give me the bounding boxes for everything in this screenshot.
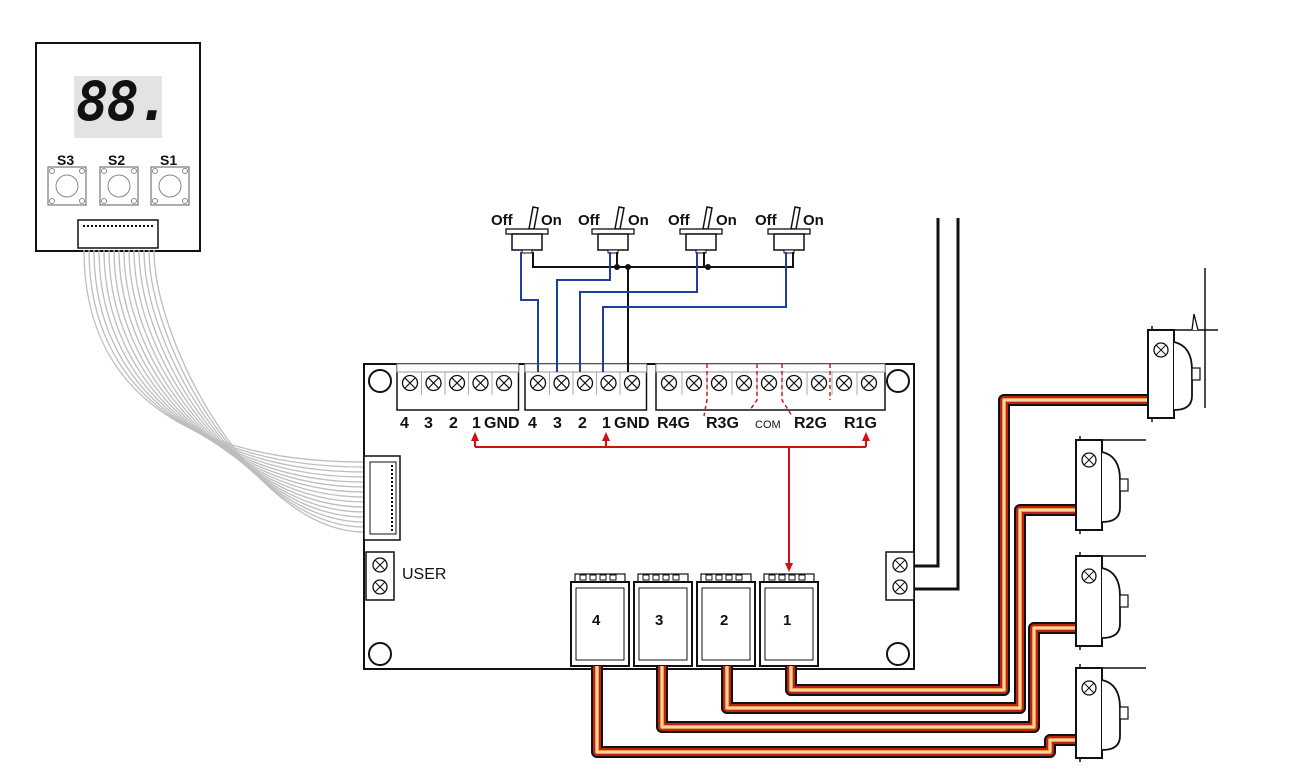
terminal-block-relay-outputs bbox=[655, 363, 886, 411]
screw-terminal[interactable] bbox=[760, 374, 778, 392]
relay-label: 1 bbox=[783, 612, 792, 629]
terminal-label: GND bbox=[484, 415, 520, 432]
relay-label: 3 bbox=[655, 612, 664, 629]
screw-terminal[interactable] bbox=[710, 374, 728, 392]
screw-terminal[interactable] bbox=[860, 374, 878, 392]
switch-2-on-label: On bbox=[628, 212, 649, 229]
switch-4-on-label: On bbox=[803, 212, 824, 229]
button-label-s1: S1 bbox=[160, 152, 178, 168]
terminal-label: R2G bbox=[794, 415, 827, 432]
screw-terminal[interactable] bbox=[401, 374, 419, 392]
servo-cable bbox=[721, 504, 1078, 714]
switch-1-off-label: Off bbox=[491, 212, 513, 229]
push-button-s2[interactable] bbox=[99, 166, 139, 206]
servo-cable bbox=[656, 622, 1078, 733]
toggle-switches bbox=[505, 206, 811, 254]
ribbon-cable bbox=[83, 249, 365, 533]
relay-group bbox=[570, 573, 819, 667]
power-wires bbox=[914, 218, 960, 591]
screw-terminal[interactable] bbox=[472, 374, 489, 392]
screw-terminal[interactable] bbox=[529, 374, 547, 392]
screw-terminal[interactable] bbox=[495, 374, 513, 392]
screw-terminal[interactable] bbox=[576, 374, 594, 392]
red-common-bus bbox=[471, 432, 870, 572]
push-button-s1[interactable] bbox=[150, 166, 190, 206]
toggle-switch[interactable] bbox=[505, 206, 549, 254]
terminal-label: R3G bbox=[706, 415, 739, 432]
user-label: USER bbox=[402, 566, 447, 583]
terminal-label: 1 bbox=[602, 415, 611, 432]
switch-3-off-label: Off bbox=[668, 212, 690, 229]
servo-cable bbox=[785, 394, 1148, 696]
relay bbox=[633, 573, 693, 667]
terminal-label: 4 bbox=[528, 415, 537, 432]
servo-cables bbox=[591, 394, 1148, 758]
terminal-label: 3 bbox=[424, 415, 433, 432]
relay bbox=[570, 573, 630, 667]
display-module bbox=[35, 42, 201, 252]
screw-terminal[interactable] bbox=[685, 374, 703, 392]
terminal-label: COM bbox=[755, 419, 781, 431]
relay-label: 2 bbox=[720, 612, 729, 629]
screw-terminal[interactable] bbox=[553, 374, 570, 392]
terminal-label: R1G bbox=[844, 415, 877, 432]
servos bbox=[1075, 268, 1218, 762]
seven-segment-display: 88. bbox=[76, 70, 170, 133]
servo-motor bbox=[1147, 326, 1201, 422]
screw-terminal[interactable] bbox=[448, 374, 466, 392]
toggle-switch[interactable] bbox=[767, 206, 811, 254]
screw-terminal[interactable] bbox=[425, 374, 442, 392]
servo-cable bbox=[591, 666, 1078, 758]
relay-terminal-jumpers bbox=[703, 364, 831, 417]
user-terminal[interactable] bbox=[365, 551, 395, 601]
terminal-label: 1 bbox=[472, 415, 481, 432]
servo-motor bbox=[1075, 552, 1146, 650]
terminal-block-inputs-1 bbox=[396, 363, 520, 411]
terminal-label: 3 bbox=[553, 415, 562, 432]
servo-motor bbox=[1075, 436, 1146, 534]
switch-common-wire bbox=[532, 252, 794, 372]
servo-motor bbox=[1075, 664, 1146, 762]
terminal-label: 2 bbox=[578, 415, 587, 432]
terminal-label: GND bbox=[614, 415, 650, 432]
screw-terminal[interactable] bbox=[785, 374, 803, 392]
screw-terminal[interactable] bbox=[835, 374, 853, 392]
push-button-s3[interactable] bbox=[47, 166, 87, 206]
switch-2-off-label: Off bbox=[578, 212, 600, 229]
toggle-switch[interactable] bbox=[591, 206, 635, 254]
relay-label: 4 bbox=[592, 612, 601, 629]
screw-terminal[interactable] bbox=[623, 374, 641, 392]
power-terminal[interactable] bbox=[885, 551, 915, 601]
button-label-s2: S2 bbox=[108, 152, 126, 168]
screw-terminal[interactable] bbox=[660, 374, 678, 392]
switch-3-on-label: On bbox=[716, 212, 737, 229]
terminal-block-inputs-2 bbox=[524, 363, 648, 411]
switch-signal-wires bbox=[520, 252, 787, 372]
toggle-switch[interactable] bbox=[679, 206, 723, 254]
terminal-label: 2 bbox=[449, 415, 458, 432]
relay bbox=[759, 573, 819, 667]
screw-terminal[interactable] bbox=[810, 374, 828, 392]
switch-4-off-label: Off bbox=[755, 212, 777, 229]
screw-terminal[interactable] bbox=[600, 374, 617, 392]
button-label-s3: S3 bbox=[57, 152, 75, 168]
terminal-label: 4 bbox=[400, 415, 409, 432]
switch-1-on-label: On bbox=[541, 212, 562, 229]
terminal-label: R4G bbox=[657, 415, 690, 432]
screw-terminal[interactable] bbox=[735, 374, 753, 392]
